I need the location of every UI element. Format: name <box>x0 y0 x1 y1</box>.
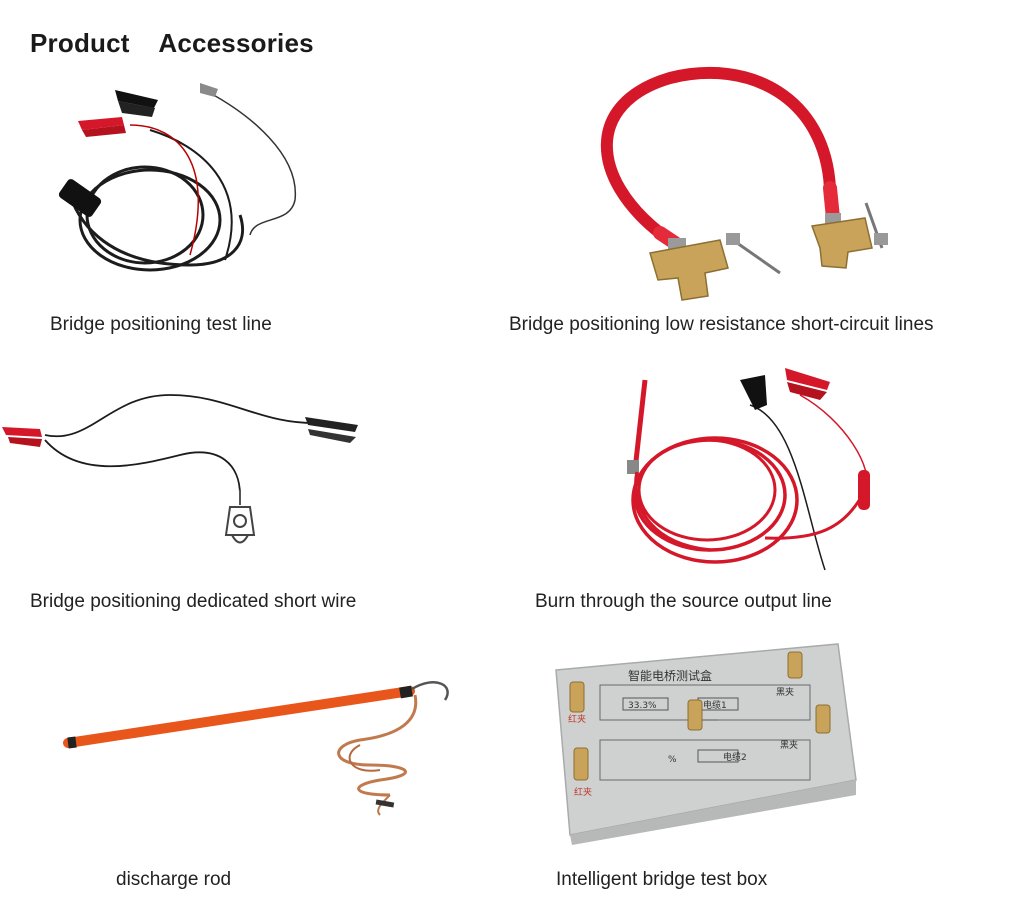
discharge-rod-icon <box>63 681 449 816</box>
output-line-photo <box>615 360 895 580</box>
box-cable1-label: 电缆1 <box>703 699 727 711</box>
box-red-label-2: 红夹 <box>574 786 592 798</box>
box-black-label: 黑夹 <box>776 686 794 698</box>
box-cable2-label: 电缆2 <box>723 751 747 763</box>
box-red-label: 红夹 <box>568 713 586 725</box>
short-wire-photo <box>0 385 370 555</box>
caption-short-wire: Bridge positioning dedicated short wire <box>30 591 357 612</box>
caption-short-circuit-lines: Bridge positioning low resistance short-… <box>509 314 934 335</box>
caption-discharge-rod: discharge rod <box>116 869 232 890</box>
box-pct2-label: % <box>668 755 677 765</box>
caption-output-line: Burn through the source output line <box>535 591 832 612</box>
page-title: Product Accessories <box>30 28 314 58</box>
box-title-label: 智能电桥测试盒 <box>628 668 712 683</box>
short-circuit-lines-photo <box>590 66 900 303</box>
caption-test-line: Bridge positioning test line <box>50 314 272 335</box>
test-line-clips-icon <box>58 83 296 272</box>
bridge-test-box-photo: 智能电桥测试盒 33.3% 红夹 黑夹 电缆1 % 电缆2 黑夹 红夹 <box>548 640 863 845</box>
test-line-photo <box>50 75 310 280</box>
short-wire-clips-icon <box>2 394 358 544</box>
discharge-rod-photo <box>60 675 460 820</box>
bridge-test-box-icon: 智能电桥测试盒 33.3% 红夹 黑夹 电缆1 % 电缆2 黑夹 红夹 <box>555 643 857 845</box>
red-output-line-icon <box>627 368 870 571</box>
box-percent-label: 33.3% <box>628 701 657 711</box>
red-short-circuit-cable-icon <box>600 66 888 301</box>
caption-test-box: Intelligent bridge test box <box>556 869 768 890</box>
box-black-label-2: 黑夹 <box>780 739 798 751</box>
